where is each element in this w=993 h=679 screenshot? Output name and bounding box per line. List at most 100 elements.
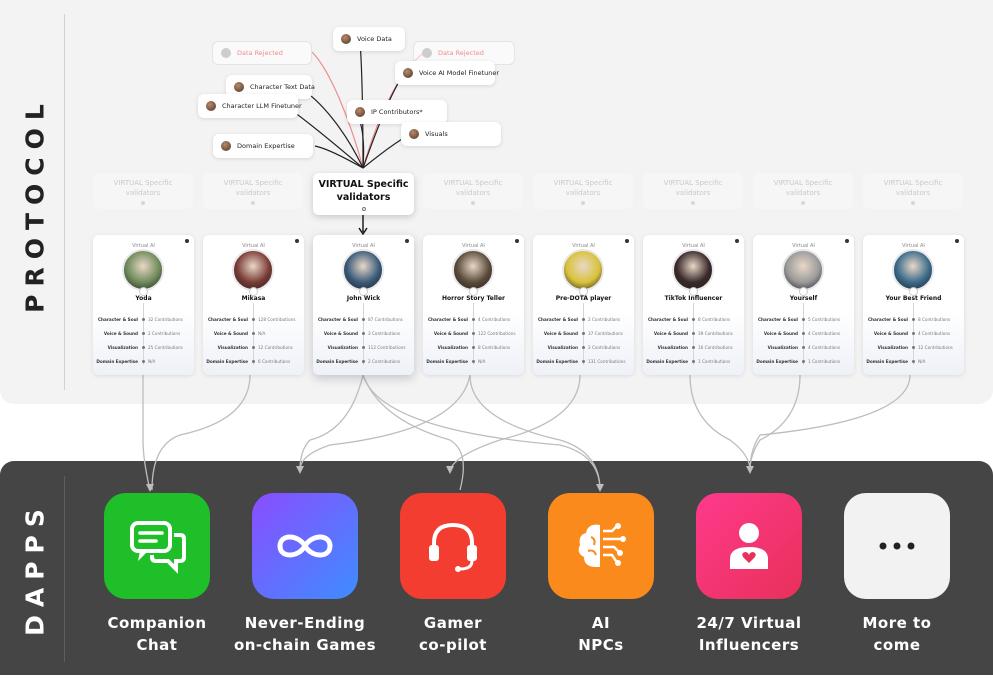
lock-icon <box>139 287 148 296</box>
more-to-come-tile[interactable] <box>844 493 950 599</box>
infinity-icon <box>277 534 333 558</box>
row-label: Visualization <box>217 345 248 350</box>
lock-icon <box>249 287 258 296</box>
row-label: Voice & Sound <box>873 331 908 336</box>
agent-name: Horror Story Teller <box>441 295 505 302</box>
row-label: Domain Expertise <box>536 359 578 364</box>
row-label: Visualization <box>877 345 908 350</box>
row-value: 2 Contributions <box>588 345 621 350</box>
row-label: Voice & Sound <box>433 331 468 336</box>
agent-name: Yoda <box>135 295 152 302</box>
gamer-copilot-tile[interactable] <box>400 493 506 599</box>
row-value: 25 Contributions <box>148 345 183 350</box>
row-label: Domain Expertise <box>206 359 248 364</box>
row-dot <box>691 346 695 349</box>
row-value: N/A <box>478 359 486 364</box>
ai-npcs-tile[interactable] <box>548 493 654 599</box>
lock-icon <box>799 287 808 296</box>
contribution-label: Character LLM Finetuner <box>222 102 302 110</box>
agent-portrait <box>342 249 384 291</box>
row-label: Character & Soul <box>537 317 578 322</box>
row-value: 37 Contributions <box>588 331 623 336</box>
contribution-label: Data Rejected <box>438 49 484 57</box>
agent-portrait <box>782 249 824 291</box>
row-dot <box>471 360 475 363</box>
row-value: 2 Contributions <box>148 331 181 336</box>
contribution-label: Voice Data <box>357 35 392 43</box>
row-dot <box>801 318 805 321</box>
row-value: N/A <box>148 359 156 364</box>
brain-circuit-icon <box>578 523 626 567</box>
row-value: 2 Contributions <box>588 317 621 322</box>
agent-portrait <box>672 249 714 291</box>
contribution-label: Character Text Data <box>250 83 315 91</box>
agent-portrait <box>562 249 604 291</box>
row-dot <box>801 360 805 363</box>
row-label: Character & Soul <box>757 317 798 322</box>
card-badge: Virtual AI <box>572 243 595 249</box>
row-dot <box>471 332 475 335</box>
agent-portrait <box>232 249 274 291</box>
row-label: Character & Soul <box>317 317 358 322</box>
row-label: Character & Soul <box>647 317 688 322</box>
row-label: Character & Soul <box>427 317 468 322</box>
row-value: 122 Contributions <box>478 331 516 336</box>
card-status-dot <box>405 239 409 243</box>
agent-name: John Wick <box>346 295 381 302</box>
contribution-row: Character & Soul 2 Contributions <box>533 317 634 325</box>
agent-name: Yourself <box>789 295 818 302</box>
lock-icon <box>689 287 698 296</box>
contribution-visuals: Visuals <box>401 122 501 146</box>
never-ending-games-tile[interactable] <box>252 493 358 599</box>
virtual-influencers-tile[interactable] <box>696 493 802 599</box>
row-dot <box>361 346 365 349</box>
row-value: 3 Contributions <box>368 331 401 336</box>
row-dot <box>691 332 695 335</box>
card-badge: Virtual AI <box>352 243 375 249</box>
more-dots-icon <box>879 542 915 550</box>
row-dot <box>911 346 915 349</box>
row-value: 12 Contributions <box>258 345 293 350</box>
row-dot <box>691 360 695 363</box>
row-dot <box>141 360 145 363</box>
row-label: Visualization <box>107 345 138 350</box>
row-value: 39 Contributions <box>698 331 733 336</box>
row-label: Domain Expertise <box>756 359 798 364</box>
contribution-label: Data Rejected <box>237 49 283 57</box>
row-value: 1 Contributions <box>698 359 731 364</box>
card-status-dot <box>955 239 959 243</box>
row-dot <box>801 332 805 335</box>
contributor-avatar <box>206 101 216 111</box>
row-label: Domain Expertise <box>426 359 468 364</box>
row-value: 32 Contributions <box>148 317 183 322</box>
card-badge: Virtual AI <box>132 243 155 249</box>
row-dot <box>141 332 145 335</box>
contribution-character-llm-finetuner: Character LLM Finetuner <box>198 94 302 118</box>
contribution-label: IP Contributors* <box>371 108 423 116</box>
row-dot <box>251 346 255 349</box>
companion-chat-tile[interactable] <box>104 493 210 599</box>
contribution-ip-contributors: IP Contributors* <box>347 100 447 124</box>
